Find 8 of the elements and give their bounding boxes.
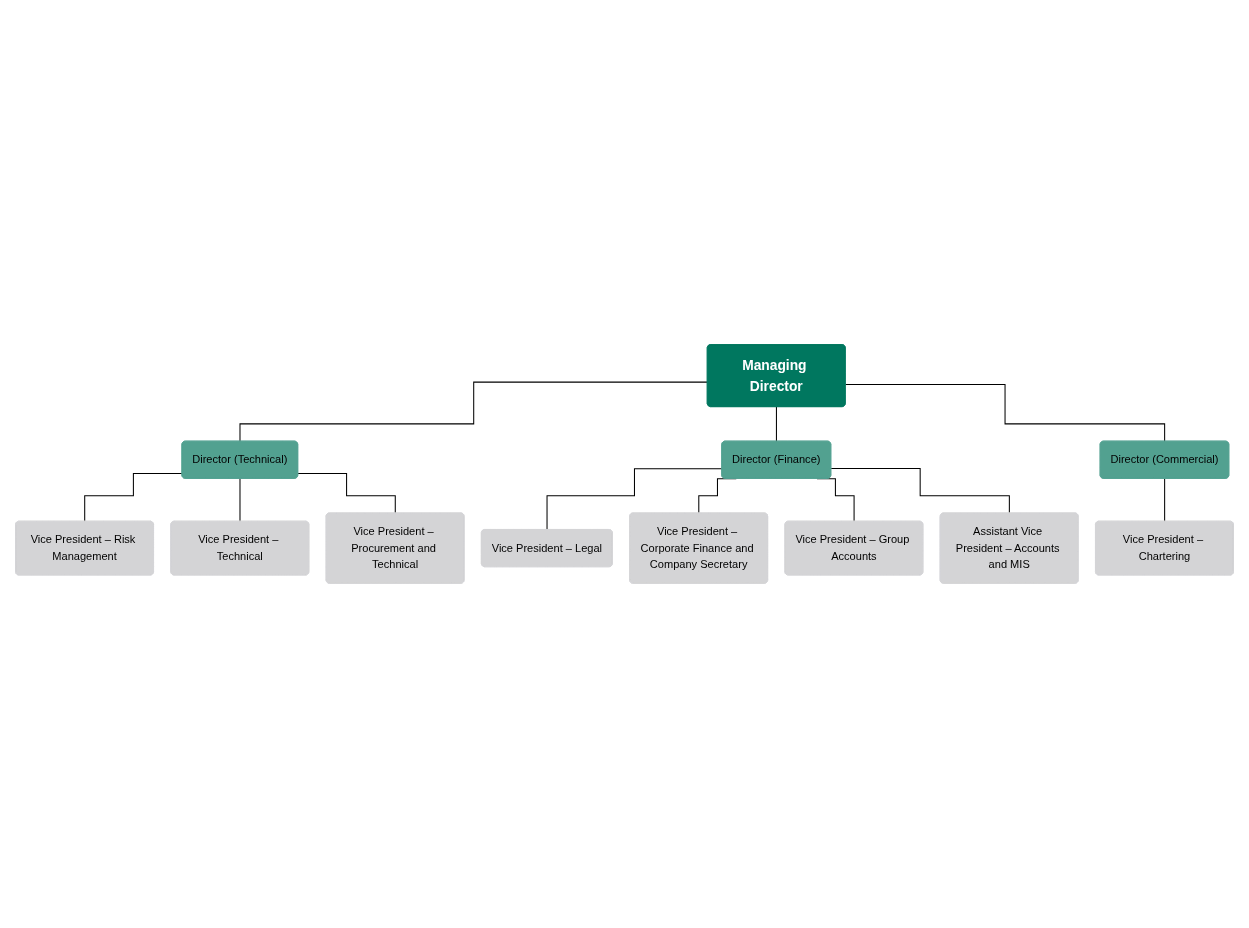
connector [830, 468, 1011, 514]
connector [84, 473, 183, 523]
connector [775, 406, 778, 443]
connector [297, 473, 396, 514]
connector [546, 468, 723, 531]
connector [845, 384, 1166, 443]
connector [239, 381, 709, 443]
connector [1164, 478, 1166, 523]
